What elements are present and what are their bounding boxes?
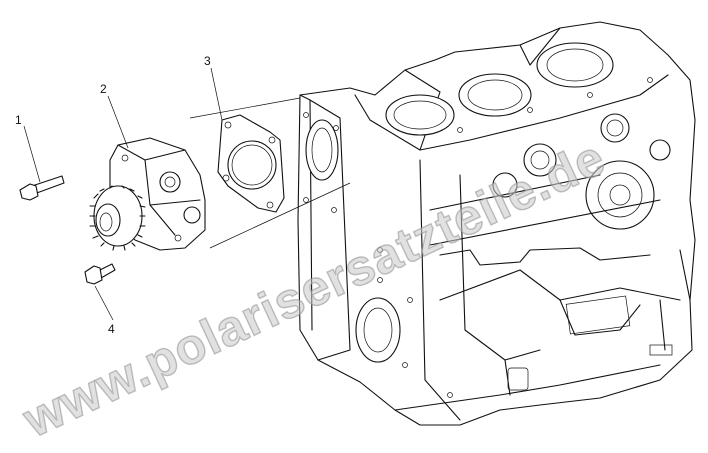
part-1-bolt xyxy=(19,175,65,201)
engine-block xyxy=(297,21,696,426)
water-pump-bore xyxy=(305,119,339,181)
callouts: 1 2 3 4 xyxy=(15,54,211,336)
callout-2: 2 xyxy=(100,82,107,96)
leader-lines xyxy=(23,67,223,321)
callout-3: 3 xyxy=(204,54,211,68)
callout-4: 4 xyxy=(108,322,115,336)
part-2-water-pump xyxy=(89,137,206,251)
crank-bore-left xyxy=(355,297,401,363)
bolt-4-head xyxy=(84,265,103,285)
gasket-bore xyxy=(227,140,277,190)
assembly-lines xyxy=(189,97,351,249)
bolt-1-head xyxy=(19,183,39,201)
part-3-gasket xyxy=(217,114,285,213)
cylinder-bore-2 xyxy=(458,73,532,117)
gear-housing-cover xyxy=(585,160,655,230)
part-4-bolt xyxy=(84,263,116,285)
cylinder-bore-1 xyxy=(385,94,455,136)
cylinder-bore-3 xyxy=(536,42,614,88)
callout-1: 1 xyxy=(15,113,22,127)
